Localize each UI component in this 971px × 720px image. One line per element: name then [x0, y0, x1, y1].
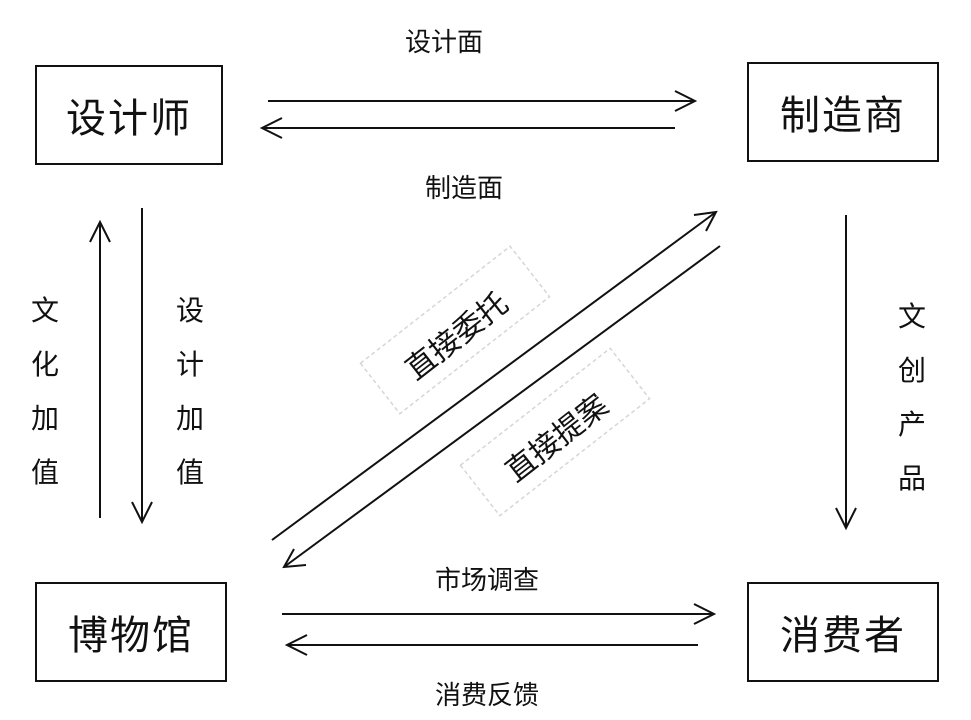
design-value-add-label: 设计加值 — [175, 294, 204, 489]
consumer-feedback-label: 消费反馈 — [435, 681, 540, 711]
museum-label: 博物馆 — [68, 613, 194, 659]
manufacture-side-label: 制造面 — [425, 174, 504, 204]
arrow-manufacturer-to-designer — [259, 117, 675, 139]
museum-node: 博物馆 — [35, 582, 227, 682]
consumer-node: 消费者 — [747, 582, 939, 682]
market-research-label: 市场调查 — [435, 566, 540, 596]
designer-node: 设计师 — [35, 65, 223, 165]
consumer-label: 消费者 — [780, 613, 906, 659]
arrow-museum-to-manufacturer — [271, 210, 718, 541]
cultural-products-label: 文创产品 — [897, 300, 926, 495]
cultural-value-add-label: 文化加值 — [30, 294, 59, 489]
design-side-label: 设计面 — [405, 28, 484, 58]
manufacturer-label: 制造商 — [780, 93, 906, 139]
designer-label: 设计师 — [66, 96, 192, 142]
arrow-design-to-manufacturer — [268, 90, 698, 112]
arrow-manufacturer-to-consumer — [835, 215, 857, 531]
arrow-museum-to-designer — [89, 219, 111, 518]
arrow-consumer-to-museum — [284, 634, 698, 656]
arrow-museum-to-consumer — [282, 603, 717, 625]
manufacturer-node: 制造商 — [747, 62, 939, 162]
arrow-designer-to-museum — [131, 208, 153, 525]
arrow-manufacturer-to-museum — [282, 245, 721, 569]
